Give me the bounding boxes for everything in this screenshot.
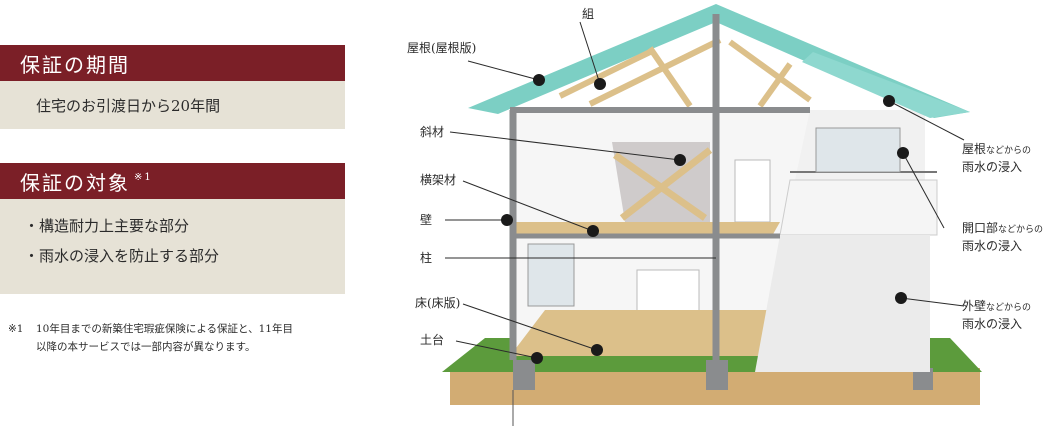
label-hashira: 柱	[420, 250, 432, 265]
label-shazai: 斜材	[420, 125, 444, 139]
warranty-scope-panel: 保証の対象 ※1 ・構造耐力上主要な部分 ・雨水の浸入を防止する部分	[0, 163, 345, 294]
label-yuka: 床(床版)	[415, 296, 460, 310]
upper-window	[815, 127, 901, 173]
footnote-line2: 以降の本サービスでは一部内容が異なります。	[36, 341, 256, 353]
house-diagram: 組 屋根(屋根版) 斜材 横架材 壁 柱 床(床版) 土台 屋根などからの 雨水…	[407, 4, 1043, 426]
marker-rain-wall	[895, 292, 907, 304]
footnote: ※1 10年目までの新築住宅瑕疵保険による保証と、11年目 以降の本サービスでは一…	[8, 320, 348, 356]
warranty-scope-note-mark: ※1	[134, 171, 153, 183]
label-rain-wall-line2: 雨水の浸入	[962, 317, 1022, 331]
lower-floor	[510, 310, 780, 356]
warranty-period-panel: 保証の期間 住宅のお引渡日から20年間	[0, 45, 345, 129]
label-rain-opening-line2: 雨水の浸入	[962, 239, 1022, 253]
truss-1	[558, 49, 652, 99]
kitchen-counter	[636, 269, 700, 313]
scope-item-rain: ・雨水の浸入を防止する部分	[24, 247, 220, 265]
footnote-line1: 10年目までの新築住宅瑕疵保険による保証と、11年目	[36, 323, 293, 335]
leader-lines	[445, 21, 965, 359]
label-kumi: 組	[582, 7, 594, 21]
label-yokokazai: 横架材	[420, 173, 456, 187]
truss-3	[647, 46, 693, 108]
footnote-mark: ※1	[8, 323, 24, 335]
truss-4	[728, 39, 812, 103]
foundation-center	[706, 360, 728, 390]
truss-2	[588, 37, 722, 107]
marker-rain-roof	[883, 95, 895, 107]
marker-yuka	[591, 344, 603, 356]
label-rain-opening: 開口部などからの	[962, 220, 1043, 235]
scope-item-structure: ・構造耐力上主要な部分	[24, 217, 190, 235]
marker-dodai	[531, 352, 543, 364]
marker-yokokazai	[587, 225, 599, 237]
warranty-scope-title: 保証の対象	[20, 170, 130, 195]
label-rain-roof: 屋根などからの	[962, 142, 1031, 156]
brace-b	[619, 147, 713, 221]
warranty-period-text: 住宅のお引渡日から20年間	[0, 81, 345, 129]
roof-side	[802, 52, 970, 118]
marker-rain-opening	[897, 147, 909, 159]
label-dodai: 土台	[420, 332, 444, 347]
label-yane: 屋根(屋根版)	[407, 41, 476, 55]
warranty-period-heading: 保証の期間	[0, 45, 345, 81]
marker-yane	[533, 74, 545, 86]
marker-kumi	[594, 78, 606, 90]
marker-shazai	[674, 154, 686, 166]
lower-window	[527, 243, 575, 307]
warranty-scope-heading: 保証の対象 ※1	[0, 163, 345, 199]
label-kabe: 壁	[420, 212, 432, 227]
foundation-left	[513, 360, 535, 390]
truss-5	[757, 62, 793, 108]
upper-door	[734, 159, 771, 223]
marker-kabe	[501, 214, 513, 226]
foundation-right	[913, 368, 933, 390]
lower-exterior-wall	[755, 235, 930, 372]
markers	[501, 74, 909, 364]
label-rain-roof-line2: 雨水の浸入	[962, 160, 1022, 174]
balcony	[779, 179, 938, 236]
warranty-scope-list: ・構造耐力上主要な部分 ・雨水の浸入を防止する部分	[0, 199, 345, 294]
label-rain-wall: 外壁などからの	[962, 298, 1031, 313]
warranty-period-title: 保証の期間	[20, 52, 130, 77]
